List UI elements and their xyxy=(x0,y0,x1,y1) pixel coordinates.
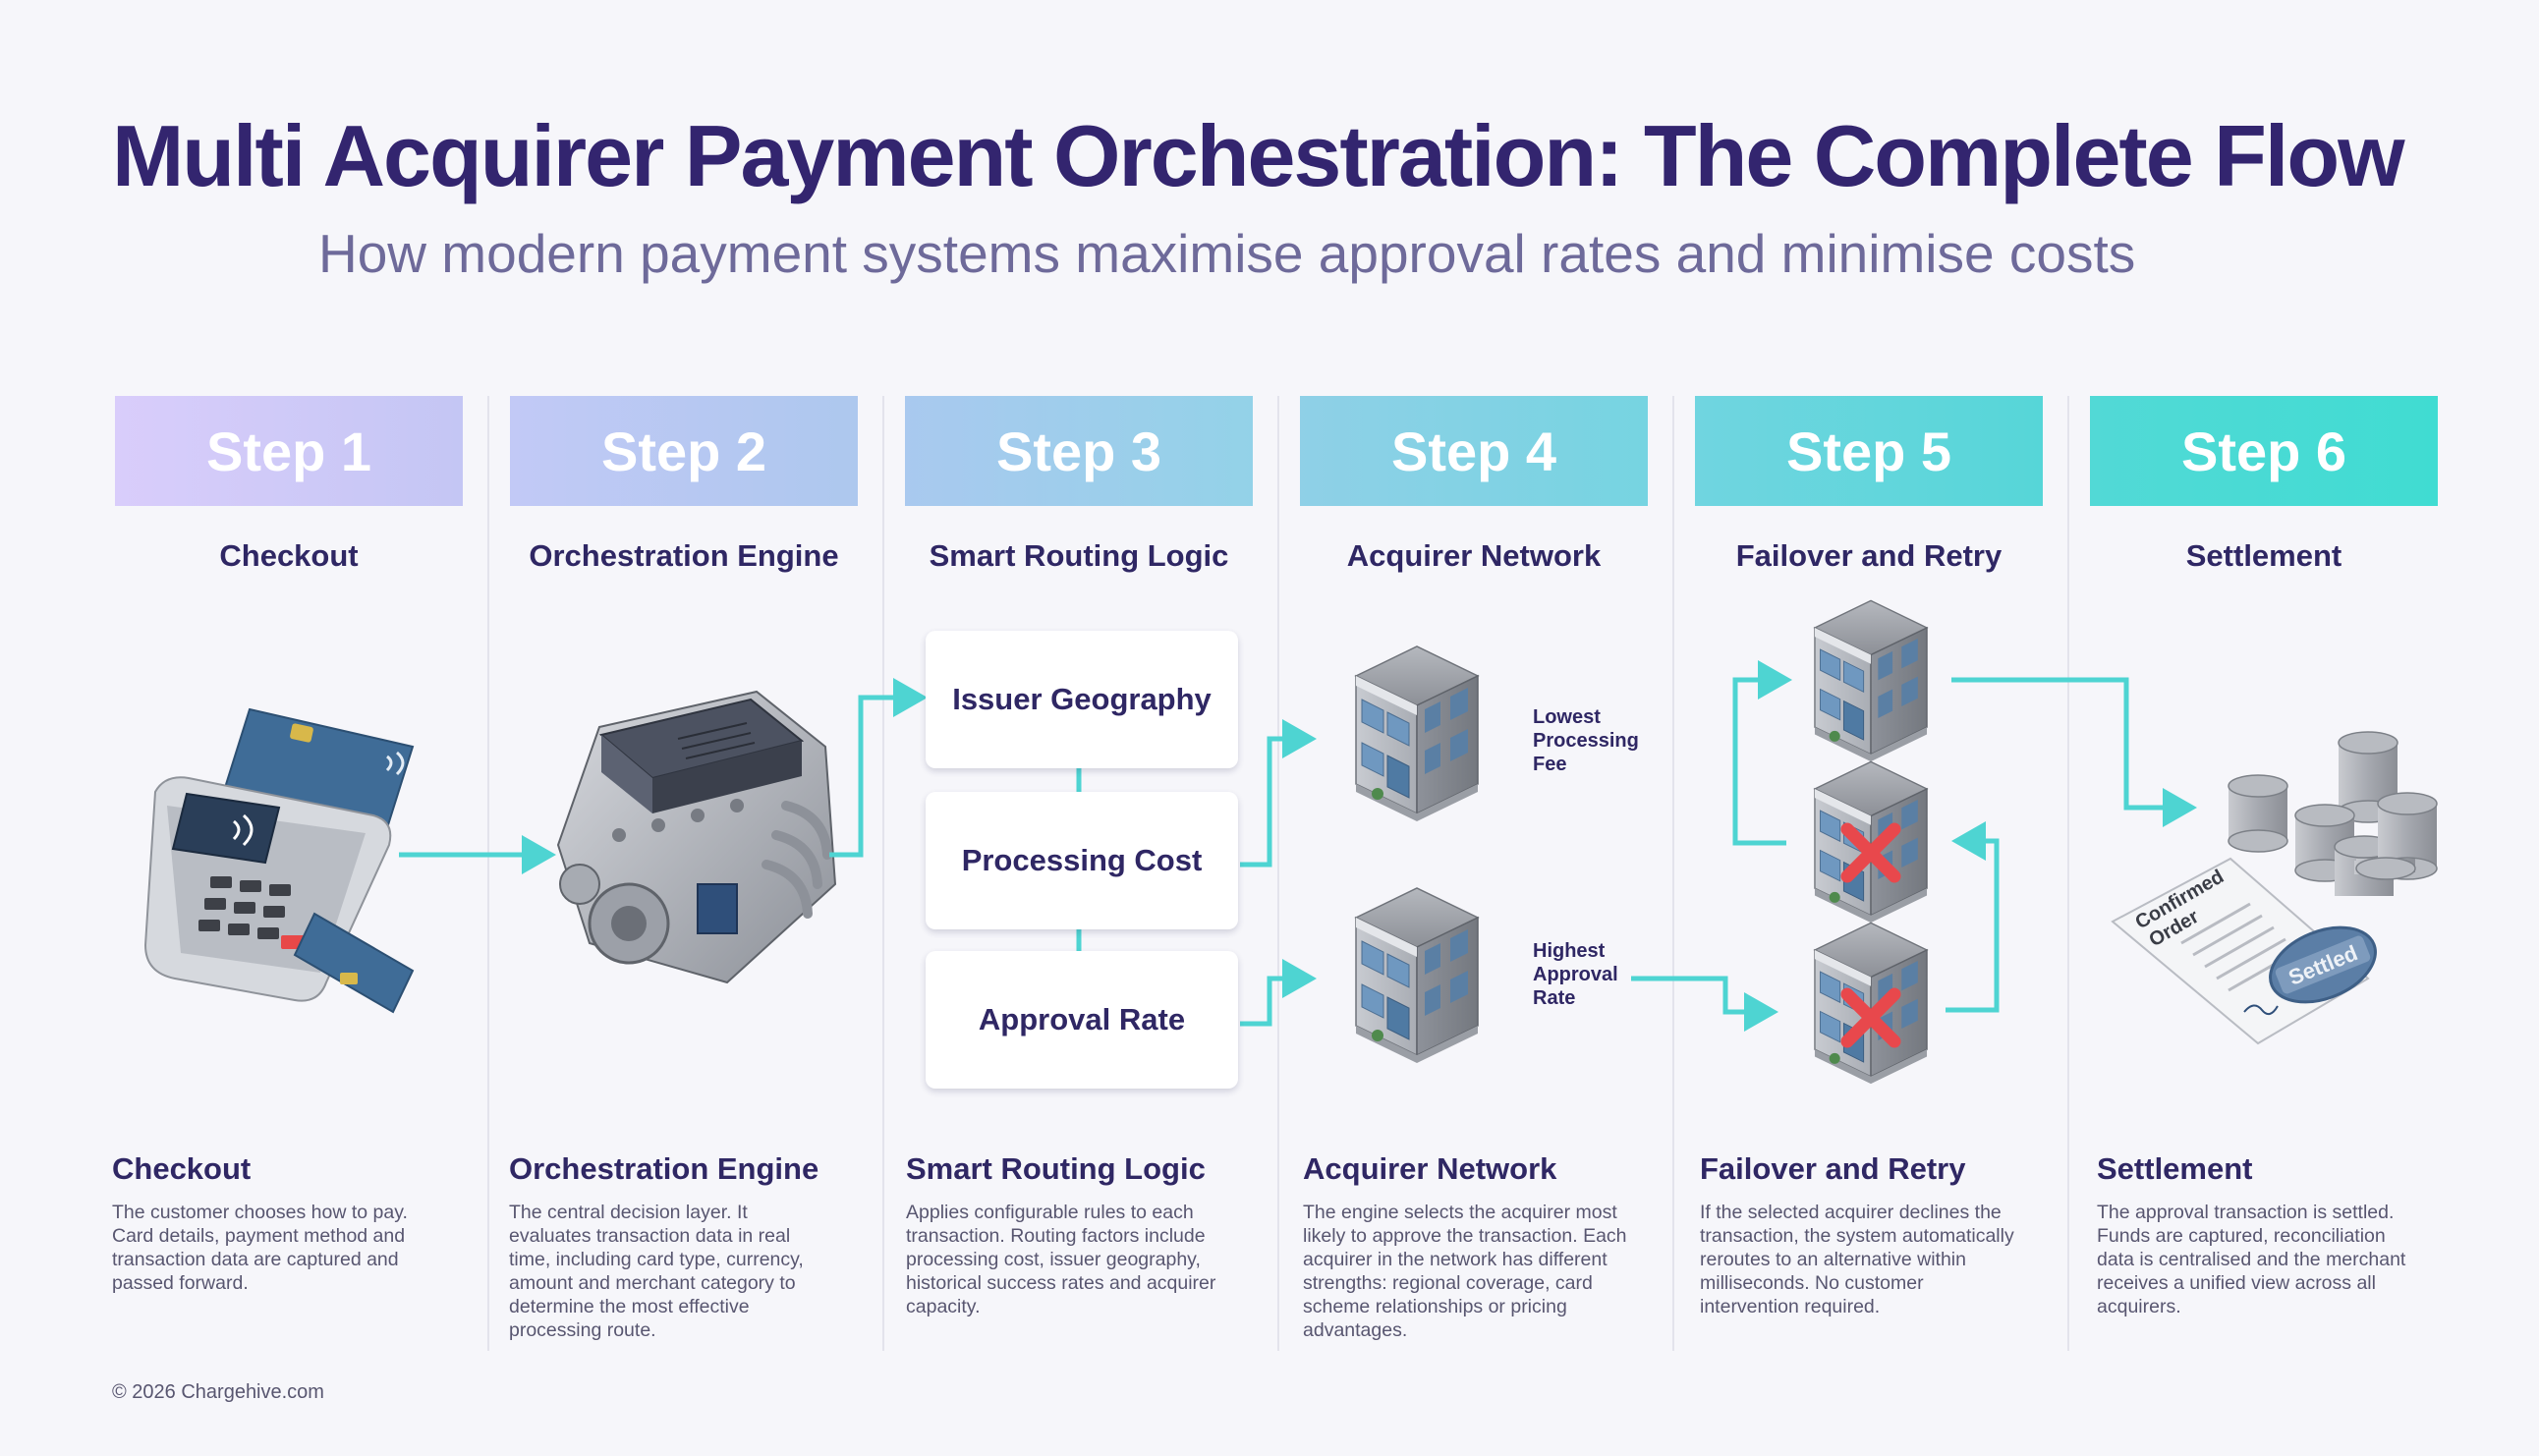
desc-title-5: Failover and Retry xyxy=(1700,1151,1965,1187)
desc-text-4: The engine selects the acquirer most lik… xyxy=(1303,1201,1627,1342)
flow-arrow xyxy=(1735,680,1786,843)
label-line: Processing xyxy=(1533,729,1639,753)
label-line: Approval xyxy=(1533,963,1618,986)
label-line: Highest xyxy=(1533,939,1618,963)
acquirer-building-icon xyxy=(1356,646,1478,821)
label-line: Lowest xyxy=(1533,705,1639,729)
desc-text-6: The approval transaction is settled. Fun… xyxy=(2097,1201,2421,1318)
acquirer-label-highest-approval: Highest Approval Rate xyxy=(1533,939,1618,1010)
acquirer-label-lowest-fee: Lowest Processing Fee xyxy=(1533,705,1639,776)
desc-title-4: Acquirer Network xyxy=(1303,1151,1556,1187)
flow-arrow xyxy=(829,698,918,855)
desc-title-3: Smart Routing Logic xyxy=(906,1151,1206,1187)
flow-arrow xyxy=(1951,680,2187,808)
flow-arrow xyxy=(1240,979,1307,1024)
desc-text-2: The central decision layer. It evaluates… xyxy=(509,1201,833,1342)
label-line: Rate xyxy=(1533,986,1618,1010)
desc-title-2: Orchestration Engine xyxy=(509,1151,818,1187)
acquirer-building-icon xyxy=(1356,888,1478,1063)
flow-arrow xyxy=(1631,979,1769,1012)
desc-text-5: If the selected acquirer declines the tr… xyxy=(1700,1201,2024,1318)
label-line: Fee xyxy=(1533,753,1639,776)
routing-factor-approval-rate: Approval Rate xyxy=(926,951,1238,1089)
desc-text-1: The customer chooses how to pay. Card de… xyxy=(112,1201,436,1295)
coin-stacks-icon xyxy=(2229,732,2437,896)
desc-text-3: Applies configurable rules to each trans… xyxy=(906,1201,1230,1318)
acquirer-building-icon xyxy=(1815,600,1927,761)
desc-title-1: Checkout xyxy=(112,1151,251,1187)
footer-copyright: © 2026 Chargehive.com xyxy=(112,1381,324,1404)
flow-arrow xyxy=(1240,739,1307,865)
routing-factor-issuer-geography: Issuer Geography xyxy=(926,631,1238,768)
engine-icon xyxy=(558,692,835,982)
card-terminal-icon xyxy=(145,709,413,1012)
flow-arrow xyxy=(1946,841,1997,1010)
desc-title-6: Settlement xyxy=(2097,1151,2252,1187)
acquirer-building-icon xyxy=(1815,761,1927,923)
routing-factor-processing-cost: Processing Cost xyxy=(926,792,1238,929)
acquirer-building-icon xyxy=(1815,923,1927,1084)
